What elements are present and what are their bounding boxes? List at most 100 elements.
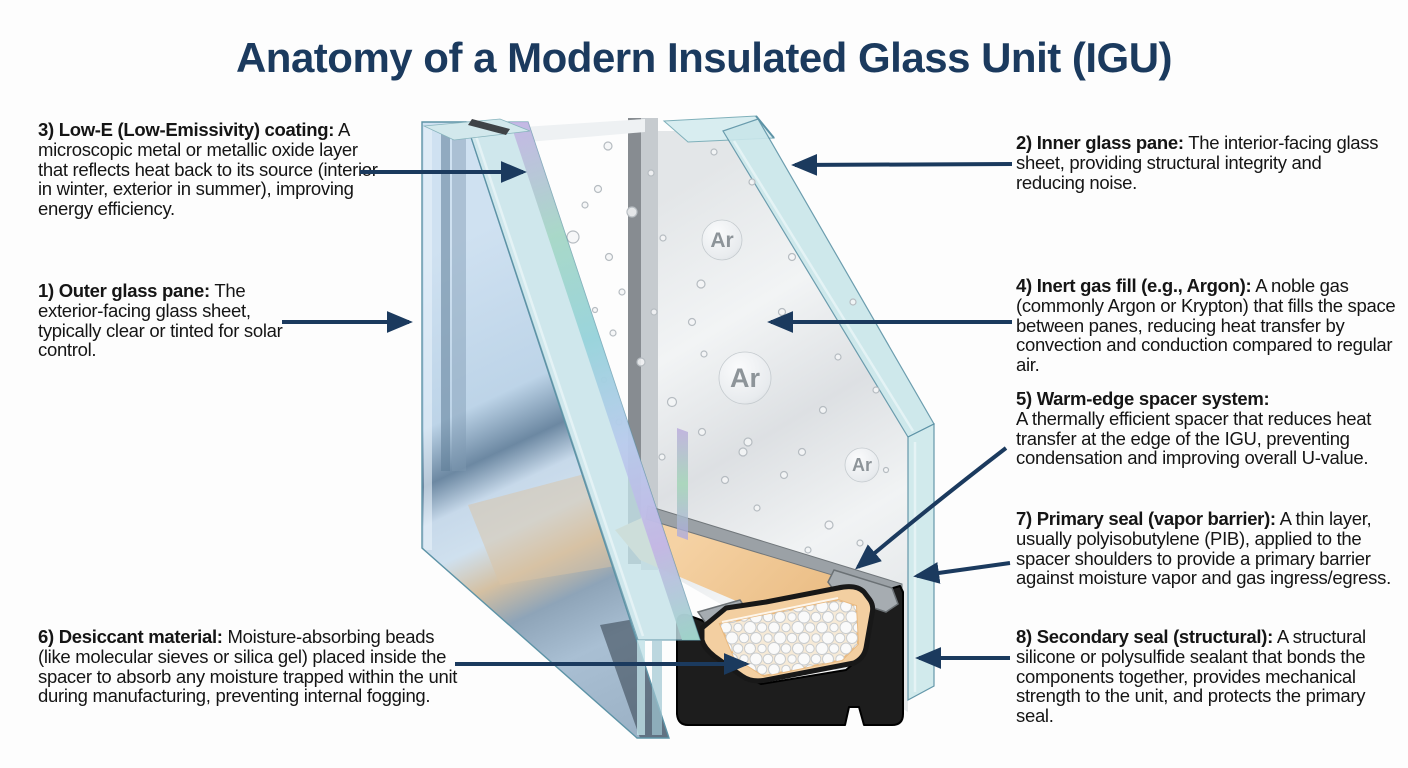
outer-pane-outline	[421, 121, 670, 739]
gas-bubble	[738, 447, 748, 457]
label-primary-seal-text: A thin layer, usually polyisobutylene (P…	[1016, 508, 1391, 589]
outer-pane-reflection-band	[452, 126, 466, 471]
arrow-inner-pane	[791, 153, 1013, 176]
label-outer-pane-lead: 1) Outer glass pane:	[38, 280, 210, 301]
gas-bubble	[824, 520, 834, 530]
desiccant-bead	[835, 612, 845, 622]
desiccant-bead	[750, 632, 762, 644]
gas-bubble	[743, 437, 753, 447]
desiccant-bead	[773, 631, 787, 645]
desiccant-bead	[829, 622, 839, 633]
desiccant-bead	[756, 622, 768, 633]
desiccant-bead	[791, 621, 805, 634]
desiccant-bead	[733, 622, 743, 633]
desiccant-bead	[757, 643, 767, 654]
gas-bubble	[604, 252, 614, 262]
gas-bubble	[697, 427, 707, 437]
label-gas-fill-text: A noble gas (commonly Argon or Krypton) …	[1016, 275, 1396, 376]
desiccant-bead	[810, 653, 822, 665]
gas-bubble	[636, 357, 646, 367]
desiccant-bead	[763, 633, 773, 643]
outer-pane-bottom-edge	[637, 640, 645, 735]
desiccant-bead	[786, 632, 798, 644]
svg-text:Ar: Ar	[730, 363, 760, 393]
gas-bubble	[659, 234, 667, 242]
argon-molecule: Ar	[701, 219, 743, 261]
gas-bubble	[700, 350, 708, 358]
outer-pane-left-highlight	[424, 126, 432, 550]
gas-bubble	[666, 396, 678, 408]
gas-bubble	[818, 405, 828, 415]
page-title: Anatomy of a Modern Insulated Glass Unit…	[235, 34, 1173, 81]
inner-pane-left-edge-highlight	[641, 118, 658, 570]
gas-bubble	[872, 386, 880, 394]
label-low-e-lead: 3) Low-E (Low-Emissivity) coating:	[38, 119, 335, 140]
svg-text:Ar: Ar	[852, 455, 872, 475]
desiccant-bead	[828, 601, 840, 612]
desiccant-bead	[834, 632, 846, 644]
label-spacer: 5) Warm-edge spacer system: A thermally …	[1016, 389, 1376, 468]
argon-molecule: Ar	[718, 351, 772, 405]
callout-arrows	[282, 153, 1013, 675]
desiccant-bead	[811, 633, 821, 643]
desiccant-bead	[780, 643, 792, 654]
arrow-spacer	[855, 446, 1008, 570]
desiccant-bead	[774, 611, 786, 623]
gas-bubble	[720, 475, 730, 485]
gas-bubble	[566, 230, 580, 244]
gas-bubble	[603, 141, 613, 151]
desiccant-bead	[840, 642, 852, 655]
outer-pane-face	[422, 122, 669, 738]
label-gas-fill-lead: 4) Inert gas fill (e.g., Argon):	[1016, 275, 1252, 296]
desiccant-bead	[805, 643, 815, 654]
desiccant-bead	[797, 652, 811, 666]
gas-bubble	[647, 169, 655, 177]
desiccant-bead	[839, 621, 853, 634]
inner-pane-edge-highlight	[732, 140, 915, 432]
gas-bubble	[609, 329, 617, 337]
desiccant-bead	[744, 642, 756, 655]
desiccant-bead	[816, 621, 828, 634]
label-spacer-lead: 5) Warm-edge spacer system:	[1016, 388, 1270, 409]
desiccant-bead	[846, 632, 858, 644]
desiccant-bead	[756, 664, 768, 675]
label-secondary-seal-text: A structural silicone or polysulfide sea…	[1016, 626, 1366, 727]
gas-bubble	[777, 307, 787, 317]
gas-bubbles	[566, 141, 890, 554]
desiccant-bead	[798, 632, 810, 644]
label-desiccant-text: Moisture-absorbing beads (like molecular…	[38, 626, 458, 707]
desiccant-bead	[828, 643, 840, 654]
label-secondary-seal-lead: 8) Secondary seal (structural):	[1016, 626, 1273, 647]
gas-bubble	[856, 539, 864, 547]
label-spacer-text: A thermally efficient spacer that reduce…	[1016, 407, 1372, 469]
desiccant-bead	[767, 642, 781, 655]
label-outer-pane: 1) Outer glass pane: The exterior-facing…	[38, 281, 284, 360]
arrow-primary-seal	[913, 561, 1011, 584]
desiccant-bead	[821, 631, 835, 645]
label-inner-pane-text: The interior-facing glass sheet, providi…	[1016, 132, 1379, 193]
desiccant-bead	[768, 621, 780, 634]
desiccant-bead	[749, 652, 763, 666]
pib-highlight	[721, 597, 839, 623]
gas-bubble	[753, 504, 761, 512]
gas-bubble	[696, 279, 706, 289]
desiccant-bead	[852, 622, 858, 633]
gas-bubble	[626, 206, 638, 218]
label-gas-fill: 4) Inert gas fill (e.g., Argon): A noble…	[1016, 276, 1404, 375]
desiccant-bead	[743, 621, 757, 634]
desiccant-bead	[822, 611, 834, 623]
gas-bubble	[779, 470, 789, 480]
desiccant-bead	[774, 653, 786, 665]
argon-molecules: Ar Ar Ar	[701, 219, 880, 483]
desiccant-bead	[787, 654, 797, 664]
desiccant-bead	[797, 610, 811, 624]
outer-glass-pane	[421, 118, 701, 739]
label-desiccant: 6) Desiccant material: Moisture-absorbin…	[38, 627, 468, 706]
desiccant-bead	[732, 643, 744, 654]
svg-text:Ar: Ar	[710, 229, 733, 252]
desiccant-bead	[725, 631, 739, 645]
desiccant-bead	[762, 653, 774, 665]
label-primary-seal-lead: 7) Primary seal (vapor barrier):	[1016, 508, 1276, 529]
desiccant-bead	[738, 632, 750, 644]
